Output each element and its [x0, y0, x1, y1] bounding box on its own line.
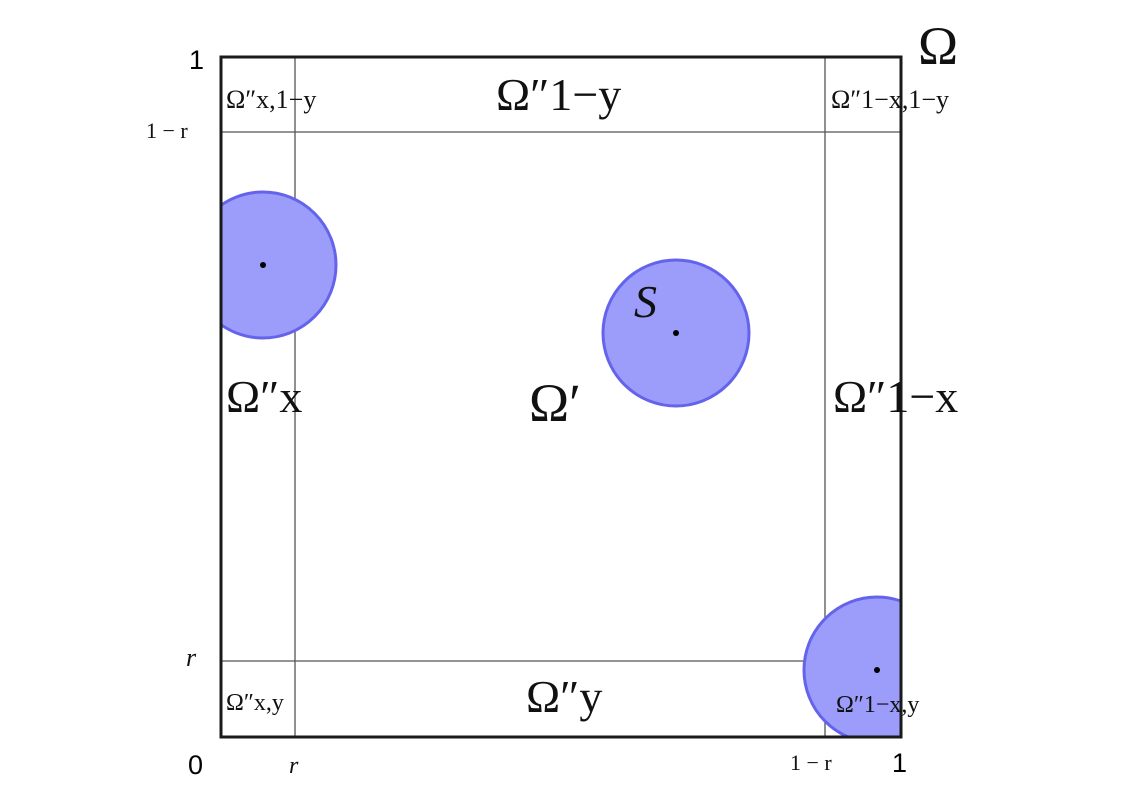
region-bottom-label: Ω″y — [526, 671, 602, 722]
y-one-label: 1 — [189, 45, 204, 75]
region-top-left-label: Ω″x,1−y — [226, 85, 316, 114]
origin-label: 0 — [188, 750, 203, 780]
disk-bottom-right-center — [874, 667, 880, 673]
y-r-label: r — [186, 643, 197, 672]
region-top-right-label: Ω″1−x,1−y — [831, 85, 949, 114]
disk-s-label: S — [634, 276, 657, 327]
region-bottom-left-label: Ω″x,y — [226, 690, 284, 716]
unit-square-frame — [219, 55, 903, 739]
region-bottom-right-label: Ω″1−x,y — [836, 692, 919, 718]
y-one-minus-r-label: 1 − r — [146, 118, 188, 143]
omega-prime-label: Ω′ — [529, 373, 581, 433]
region-right-label: Ω″1−x — [833, 371, 958, 422]
disk-left — [221, 190, 338, 340]
x-one-label: 1 — [892, 748, 907, 778]
omega-label: Ω — [918, 16, 958, 76]
disk-center-center — [673, 330, 679, 336]
disk-left-center — [260, 262, 266, 268]
x-one-minus-r-label: 1 − r — [790, 750, 832, 775]
x-r-label: r — [289, 753, 299, 779]
disk-bottom-right — [802, 595, 901, 737]
region-top-label: Ω″1−y — [496, 69, 621, 120]
region-left-label: Ω″x — [226, 371, 302, 422]
